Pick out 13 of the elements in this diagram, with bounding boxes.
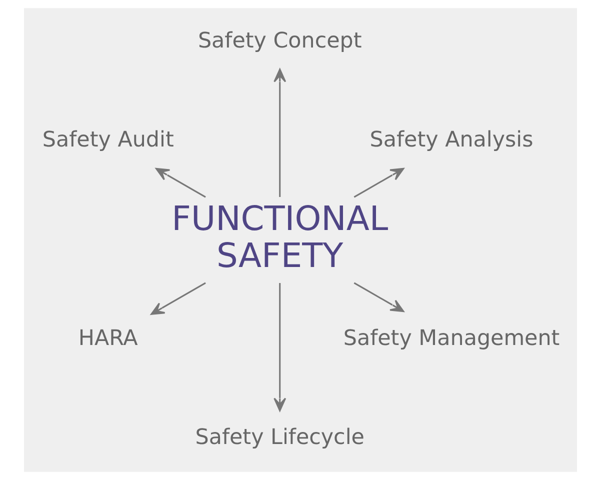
node-text: Safety Concept: [197, 28, 362, 54]
node-text: Safety Lifecycle: [194, 424, 364, 450]
arrow: [150, 282, 206, 315]
node-text: Safety Audit: [42, 128, 174, 153]
arrow: [353, 282, 404, 312]
node-text: Safety Analysis: [369, 128, 533, 153]
arrow: [353, 168, 404, 198]
arrow: [273, 283, 286, 412]
arrow: [155, 168, 206, 198]
node-text: HARA: [78, 326, 138, 351]
node-text: FUNCTIONAL SAFETY: [171, 199, 388, 275]
arrow: [273, 68, 286, 197]
node-text: Safety Management: [342, 326, 560, 351]
